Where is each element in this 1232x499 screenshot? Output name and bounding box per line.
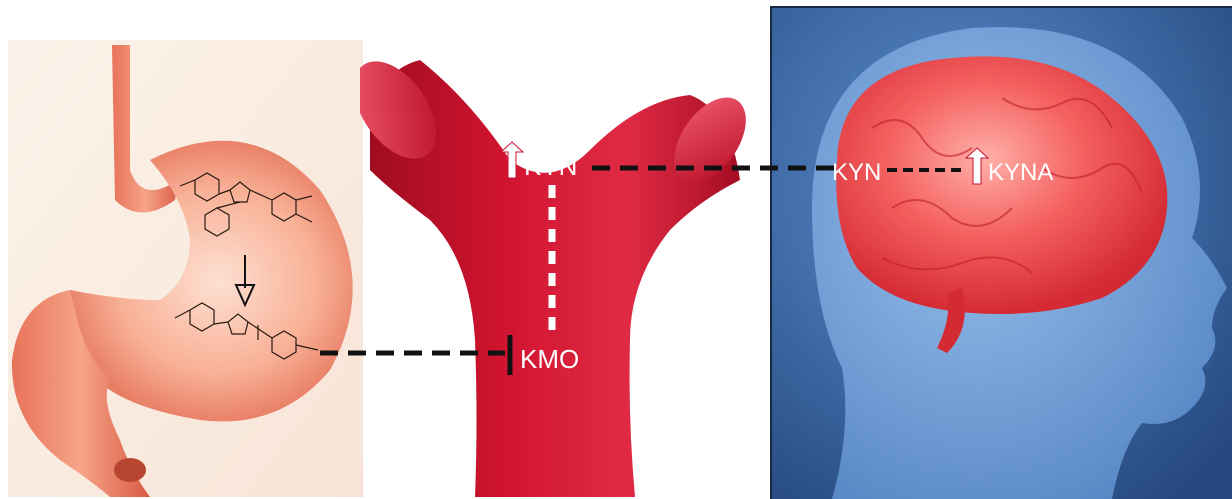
connector-overlay — [0, 0, 1232, 497]
